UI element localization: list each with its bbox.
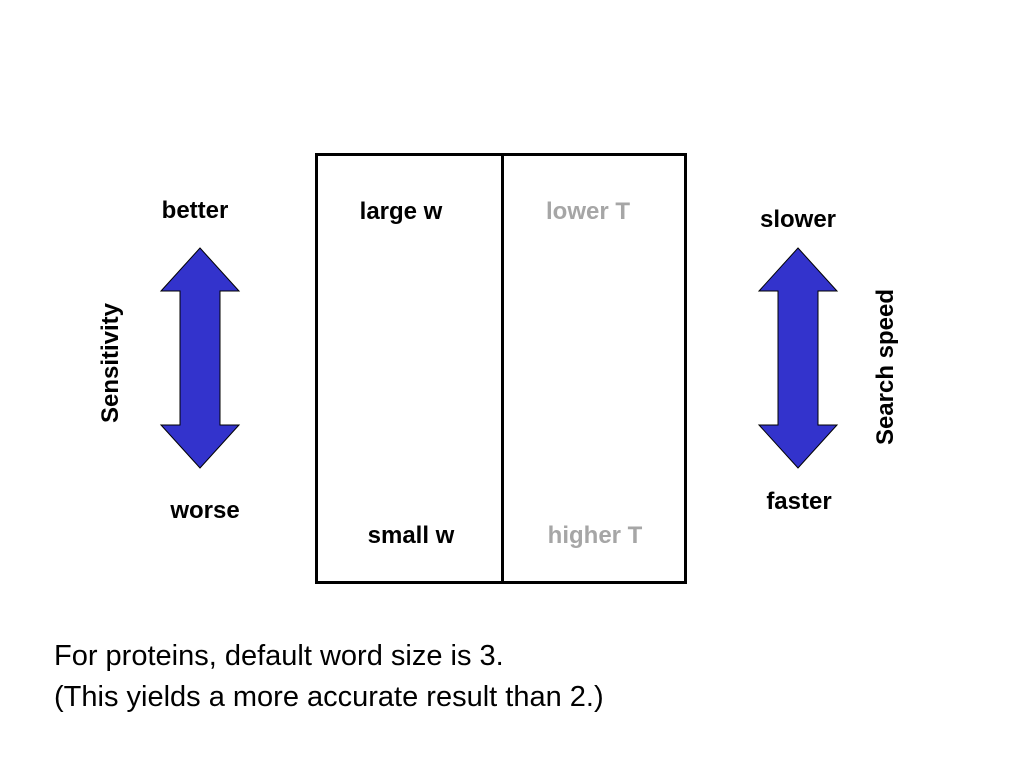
speed-slower-label: slower <box>759 206 837 233</box>
speed-faster-label: faster <box>766 488 832 515</box>
sensitivity-double-arrow-icon <box>159 247 241 469</box>
comparison-divider <box>501 153 504 581</box>
sensitivity-worse-label: worse <box>170 497 240 524</box>
small-w-label: small w <box>367 522 455 549</box>
sensitivity-better-label: better <box>161 197 229 224</box>
sensitivity-axis-label: Sensitivity <box>97 302 124 424</box>
search-speed-axis-label: Search speed <box>872 288 899 446</box>
higher-t-label: higher T <box>547 522 643 549</box>
speed-double-arrow-icon <box>757 247 839 469</box>
large-w-label: large w <box>359 198 443 225</box>
lower-t-label: lower T <box>545 198 631 225</box>
note-line-1: For proteins, default word size is 3. <box>54 640 504 672</box>
note-line-2: (This yields a more accurate result than… <box>54 681 604 713</box>
